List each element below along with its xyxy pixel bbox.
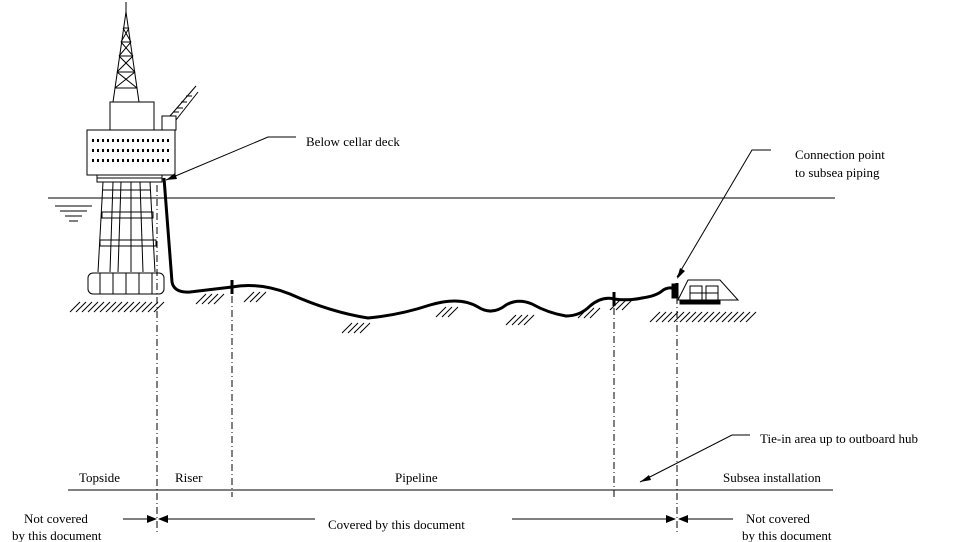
left-not-covered-line2: by this document xyxy=(12,528,102,542)
below-cellar-deck-arrowhead xyxy=(166,173,177,180)
offshore-platform xyxy=(86,2,199,295)
subsea-structure xyxy=(671,279,740,305)
tie-in-area-leader xyxy=(639,434,750,483)
connection-point-leader xyxy=(676,149,771,278)
water-level-symbol xyxy=(55,205,92,222)
tie-in-area-arrowhead xyxy=(640,475,651,482)
zone-label-riser: Riser xyxy=(175,470,203,485)
seabed-hatching xyxy=(69,291,757,334)
right-not-covered-line1: Not covered xyxy=(746,511,810,526)
below-cellar-deck-leader xyxy=(165,136,296,181)
right-not-covered-line2: by this document xyxy=(742,528,832,542)
zone-label-subsea-installation: Subsea installation xyxy=(723,470,821,485)
label-connection-point: Connection point xyxy=(795,147,885,162)
scope-boundary-lines xyxy=(156,185,678,535)
riser-and-pipeline xyxy=(162,177,677,320)
label-below-cellar-deck: Below cellar deck xyxy=(306,134,400,149)
label-tie-in-area: Tie-in area up to outboard hub xyxy=(760,431,918,446)
zone-label-topside: Topside xyxy=(79,470,120,485)
label-to-subsea-piping: to subsea piping xyxy=(795,165,880,180)
zone-label-pipeline: Pipeline xyxy=(395,470,438,485)
covered-by-document-label: Covered by this document xyxy=(328,517,465,532)
connection-point-arrowhead xyxy=(677,268,685,279)
left-not-covered-line1: Not covered xyxy=(24,511,88,526)
